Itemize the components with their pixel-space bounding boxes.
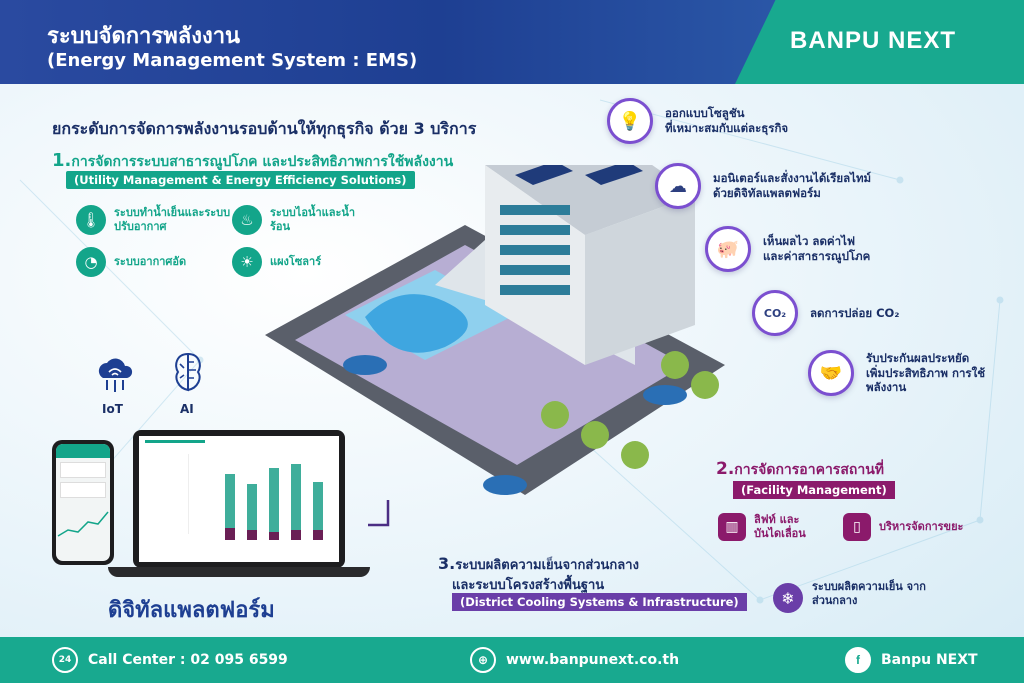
logo-background — [735, 0, 1024, 84]
service-label: ระบบทำน้ำเย็นและระบบปรับอากาศ — [114, 206, 231, 233]
facebook-text: Banpu NEXT — [881, 652, 978, 668]
page-subtitle: (Energy Management System : EMS) — [47, 50, 418, 71]
service-line2: ที่เหมาะสมกับแต่ละธุรกิจ — [665, 121, 789, 135]
ai-label: AI — [180, 402, 194, 416]
dashboard-chart — [225, 464, 323, 540]
cloud-upload-icon: ☁ — [655, 163, 701, 209]
service-solar: ☀ แผงโซลาร์ — [232, 247, 370, 277]
section2-subtitle: (Facility Management) — [733, 481, 895, 499]
service-elevator: ▥ ลิฟท์ และ บันไดเลื่อน — [718, 513, 822, 541]
service-line1: ออกแบบโซลูชัน — [665, 106, 745, 121]
section1-number: 1. — [52, 150, 72, 171]
right-service-guarantee: 🤝 รับประกันผลประหยัดเพิ่มประสิทธิภาพ การ… — [808, 350, 1016, 396]
gauge-icon: ◔ — [76, 247, 106, 277]
dashboard-bars — [225, 464, 323, 540]
hotel-building-illustration — [265, 165, 725, 495]
connector-line — [368, 500, 390, 527]
steam-icon: ♨ — [232, 205, 262, 235]
iot-label: IoT — [102, 402, 123, 416]
section2-number: 2. — [716, 459, 735, 479]
banpu-next-logo: BANPU NEXT — [790, 27, 957, 54]
service-line2: และค่าสาธารณูปโภค — [763, 249, 871, 263]
header-banner — [0, 0, 800, 84]
smartphone — [52, 440, 114, 565]
facebook-link[interactable]: f Banpu NEXT — [845, 647, 978, 673]
thermometer-icon: 🌡 — [76, 205, 106, 235]
section2-title-text: การจัดการอาคารสถานที่ — [734, 462, 885, 478]
right-service-savings: 🐖 เห็นผลไว ลดค่าไฟและค่าสาธารณูปโภค — [705, 226, 933, 272]
waste-phone-icon: ▯ — [843, 513, 871, 541]
service-label: ระบบไอน้ำและน้ำร้อน — [270, 206, 356, 233]
section3-title: 3.ระบบผลิตความเย็นจากส่วนกลาง — [438, 554, 639, 575]
service-line2: เพิ่มประสิทธิภาพ การใช้พลังงาน — [866, 365, 986, 395]
service-line1: เห็นผลไว ลดค่าไฟ — [763, 234, 855, 249]
globe-icon: ⊕ — [470, 647, 496, 673]
section1-title-text: การจัดการระบบสาธารณูปโภค และประสิทธิภาพก… — [71, 154, 454, 170]
service-label: แผงโซลาร์ — [270, 255, 322, 269]
section1-title: 1.การจัดการระบบสาธารณูปโภค และประสิทธิภา… — [52, 150, 453, 173]
laptop — [133, 430, 345, 568]
handshake-icon: 🤝 — [808, 350, 854, 396]
section3-subtitle: (District Cooling Systems & Infrastructu… — [452, 593, 747, 611]
smartphone-screen — [56, 444, 110, 561]
service-label: บริหารจัดการขยะ — [879, 520, 964, 534]
service-waste: ▯ บริหารจัดการขยะ — [843, 513, 963, 541]
right-service-solution: 💡 ออกแบบโซลูชันที่เหมาะสมกับแต่ละธุรกิจ — [607, 98, 835, 144]
lightbulb-icon: 💡 — [607, 98, 653, 144]
co2-icon: CO₂ — [752, 290, 798, 336]
call-center-text: Call Center : 02 095 6599 — [88, 652, 288, 668]
section2-title: 2.การจัดการอาคารสถานที่ — [716, 459, 884, 481]
service-line1: รับประกันผลประหยัด — [866, 350, 970, 365]
piggy-bank-icon: 🐖 — [705, 226, 751, 272]
solar-panel-icon: ☀ — [232, 247, 262, 277]
snowflake-icon: ❄ — [773, 583, 803, 613]
service-compressed-air: ◔ ระบบอากาศอัด — [76, 247, 232, 277]
right-service-co2: CO₂ ลดการปล่อย CO₂ — [752, 290, 980, 336]
section3-title-line2: และระบบโครงสร้างพื้นฐาน — [452, 578, 605, 593]
service-district-cooling-label: ระบบผลิตความเย็น จากส่วนกลาง — [812, 580, 926, 608]
iot-cloud-icon — [98, 358, 133, 392]
section1-subtitle: (Utility Management & Energy Efficiency … — [66, 171, 415, 189]
page-title: ระบบจัดการพลังงาน — [47, 24, 241, 49]
laptop-screen — [139, 436, 339, 562]
service-line1: ลดการปล่อย CO₂ — [810, 305, 900, 320]
ai-brain-icon — [175, 352, 201, 392]
elevator-icon: ▥ — [718, 513, 746, 541]
phone-24-icon: 24 — [52, 647, 78, 673]
service-line1: มอนิเตอร์และสั่งงานได้เรียลไทม์ — [713, 171, 872, 186]
laptop-base — [108, 567, 370, 577]
service-line2: ด้วยดิจิทัลแพลตฟอร์ม — [713, 186, 821, 200]
right-service-monitor: ☁ มอนิเตอร์และสั่งงานได้เรียลไทม์ด้วยดิจ… — [655, 163, 883, 209]
service-steam: ♨ ระบบไอน้ำและน้ำร้อน — [232, 205, 370, 235]
website-link[interactable]: ⊕ www.banpunext.co.th — [470, 647, 679, 673]
service-label: ระบบอากาศอัด — [114, 255, 187, 269]
service-chiller: 🌡 ระบบทำน้ำเย็นและระบบปรับอากาศ — [76, 205, 232, 235]
digital-platform-label: ดิจิทัลแพลตฟอร์ม — [108, 598, 275, 623]
service-label: ลิฟท์ และ บันไดเลื่อน — [754, 513, 806, 540]
facebook-icon: f — [845, 647, 871, 673]
section3-number: 3. — [438, 554, 456, 573]
website-text: www.banpunext.co.th — [506, 652, 680, 668]
main-heading: ยกระดับการจัดการพลังงานรอบด้านให้ทุกธุรก… — [52, 119, 477, 138]
section3-title-line1: ระบบผลิตความเย็นจากส่วนกลาง — [455, 558, 639, 573]
call-center[interactable]: 24 Call Center : 02 095 6599 — [52, 647, 288, 673]
